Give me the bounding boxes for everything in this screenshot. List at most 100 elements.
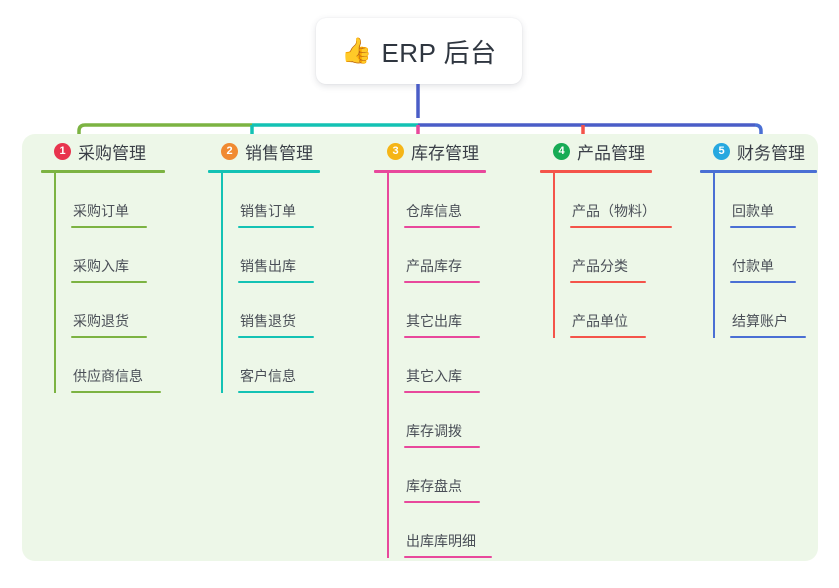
- branch-item-rule: [570, 336, 646, 338]
- branch-item-rule: [71, 391, 161, 393]
- branch-title: 采购管理: [78, 143, 146, 163]
- branch-item[interactable]: 采购订单: [54, 173, 165, 228]
- branch-item[interactable]: 产品库存: [387, 228, 492, 283]
- branch-item[interactable]: 出库库明细: [387, 503, 492, 558]
- branch-item-label: 仓库信息: [406, 203, 462, 219]
- branch-header-2[interactable]: 2 销售管理: [208, 134, 320, 168]
- branch-header-5[interactable]: 5 财务管理: [700, 134, 817, 168]
- branch-item-rule: [404, 226, 480, 228]
- branch-header-rule: [208, 170, 320, 173]
- branch-item-label: 产品库存: [406, 258, 462, 274]
- branch-item-rule: [404, 556, 492, 558]
- branch-item-label: 采购退货: [73, 313, 129, 329]
- branch-items: 回款单付款单结算账户: [700, 173, 817, 338]
- branch-column-4: 4 产品管理产品（物料） 产品分类产品单位: [540, 134, 672, 338]
- branch-item-label: 供应商信息: [73, 368, 143, 384]
- branch-item-rule: [404, 501, 480, 503]
- branch-column-5: 5 财务管理回款单付款单结算账户: [700, 134, 817, 338]
- branch-item[interactable]: 其它出库: [387, 283, 492, 338]
- branch-item-rule: [238, 281, 314, 283]
- branch-spine: [713, 173, 715, 338]
- branch-items: 采购订单采购入库采购退货供应商信息: [41, 173, 165, 393]
- branch-item-rule: [238, 226, 314, 228]
- branch-item-rule: [570, 281, 646, 283]
- branch-spine: [54, 173, 56, 393]
- branch-item-label: 销售出库: [240, 258, 296, 274]
- branch-item[interactable]: 销售出库: [221, 228, 320, 283]
- branch-header-4[interactable]: 4 产品管理: [540, 134, 672, 168]
- branch-item[interactable]: 库存盘点: [387, 448, 492, 503]
- branch-item[interactable]: 采购入库: [54, 228, 165, 283]
- branch-item-label: 其它入库: [406, 368, 462, 384]
- branch-item[interactable]: 付款单: [713, 228, 817, 283]
- branch-item-rule: [570, 226, 672, 228]
- branch-item[interactable]: 供应商信息: [54, 338, 165, 393]
- branch-item-label: 采购入库: [73, 258, 129, 274]
- branch-badge-4: 4: [553, 142, 570, 160]
- branch-item-rule: [404, 391, 480, 393]
- branch-title: 库存管理: [411, 143, 479, 163]
- branch-item[interactable]: 其它入库: [387, 338, 492, 393]
- branch-title: 产品管理: [577, 143, 645, 163]
- branch-item-label: 销售退货: [240, 313, 296, 329]
- branch-column-1: 1 采购管理采购订单采购入库采购退货供应商信息: [41, 134, 165, 393]
- content-panel: [22, 134, 818, 561]
- branch-badge-3: 3: [387, 142, 404, 160]
- thumbs-up-icon: 👍: [341, 36, 373, 65]
- branch-item-rule: [730, 281, 796, 283]
- branch-item-label: 其它出库: [406, 313, 462, 329]
- branch-header-rule: [374, 170, 486, 173]
- branch-item-rule: [71, 226, 147, 228]
- branch-item[interactable]: 回款单: [713, 173, 817, 228]
- branch-item-rule: [404, 281, 480, 283]
- branch-title: 销售管理: [245, 143, 313, 163]
- branch-item-rule: [730, 226, 796, 228]
- branch-header-rule: [540, 170, 652, 173]
- branch-item[interactable]: 客户信息: [221, 338, 320, 393]
- branch-header-1[interactable]: 1 采购管理: [41, 134, 165, 168]
- branch-item[interactable]: 采购退货: [54, 283, 165, 338]
- branch-header-rule: [41, 170, 165, 173]
- branch-item[interactable]: 销售退货: [221, 283, 320, 338]
- branch-item[interactable]: 库存调拨: [387, 393, 492, 448]
- branch-columns: 1 采购管理采购订单采购入库采购退货供应商信息 2 销售管理销售订单销售出库销售退货客…: [22, 134, 818, 561]
- root-title: ERP 后台: [381, 37, 497, 68]
- root-node[interactable]: 👍 ERP 后台: [316, 18, 522, 84]
- branch-header-rule: [700, 170, 817, 173]
- branch-header-3[interactable]: 3 库存管理: [374, 134, 492, 168]
- branch-item-rule: [71, 336, 147, 338]
- branch-item[interactable]: 产品（物料）: [553, 173, 672, 228]
- branch-spine: [387, 173, 389, 558]
- branch-item-label: 库存盘点: [406, 478, 462, 494]
- branch-item-rule: [404, 446, 480, 448]
- branch-item-label: 库存调拨: [406, 423, 462, 439]
- branch-item[interactable]: 结算账户: [713, 283, 817, 338]
- branch-badge-5: 5: [713, 142, 730, 160]
- branch-item-label: 采购订单: [73, 203, 129, 219]
- branch-item-label: 产品（物料）: [572, 203, 656, 219]
- branch-item-rule: [730, 336, 806, 338]
- branch-item-label: 客户信息: [240, 368, 296, 384]
- branch-item[interactable]: 产品分类: [553, 228, 672, 283]
- branch-item-rule: [404, 336, 480, 338]
- branch-badge-1: 1: [54, 142, 71, 160]
- branch-item-label: 出库库明细: [406, 533, 476, 549]
- branch-badge-2: 2: [221, 142, 238, 160]
- branch-item-label: 结算账户: [732, 313, 788, 329]
- branch-items: 销售订单销售出库销售退货客户信息: [208, 173, 320, 393]
- branch-spine: [553, 173, 555, 338]
- branch-item-label: 付款单: [732, 258, 774, 274]
- branch-items: 产品（物料） 产品分类产品单位: [540, 173, 672, 338]
- branch-title: 财务管理: [737, 143, 805, 163]
- branch-items: 仓库信息产品库存其它出库其它入库库存调拨库存盘点出库库明细: [374, 173, 492, 558]
- branch-item-label: 产品单位: [572, 313, 628, 329]
- branch-item[interactable]: 销售订单: [221, 173, 320, 228]
- branch-item-label: 销售订单: [240, 203, 296, 219]
- branch-item-label: 产品分类: [572, 258, 628, 274]
- branch-item[interactable]: 仓库信息: [387, 173, 492, 228]
- branch-item[interactable]: 产品单位: [553, 283, 672, 338]
- branch-column-3: 3 库存管理仓库信息产品库存其它出库其它入库库存调拨库存盘点出库库明细: [374, 134, 492, 558]
- branch-item-rule: [71, 281, 147, 283]
- branch-item-rule: [238, 391, 314, 393]
